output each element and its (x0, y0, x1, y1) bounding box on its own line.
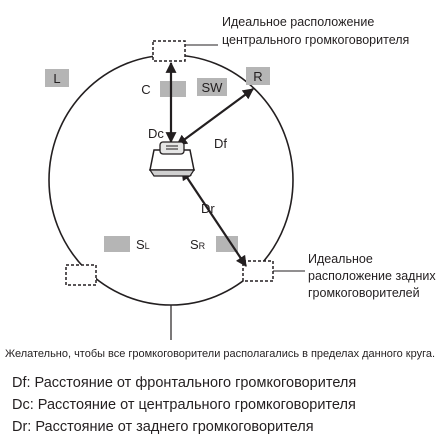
ideal-center-note-line-2: центрального громкоговорителя (222, 33, 409, 47)
speaker-right-label: R (253, 69, 262, 84)
ideal-center-note: Идеальное расположение центрального гром… (222, 15, 409, 47)
legend-item-rear: Dr: Расстояние от заднего громкоговорите… (12, 419, 314, 435)
ideal-rear-note-line-2: расположение задних (308, 269, 436, 283)
speaker-surround-left (104, 236, 130, 252)
speaker-surround-left-label: SL (136, 237, 150, 252)
speaker-center (160, 81, 186, 97)
ideal-rear-left-position (65, 264, 97, 286)
ideal-rear-note-line-3: громкоговорителей (308, 286, 420, 300)
circle-note: Желательно, чтобы все громкоговорители р… (5, 348, 435, 360)
ideal-center-note-line-1: Идеальное расположение (222, 15, 374, 29)
legend-item-front: Df: Расстояние от фронтального громкогов… (12, 375, 357, 391)
front-distance-label: Df (214, 136, 227, 151)
distance-legend: Df: Расстояние от фронтального громкогов… (12, 372, 356, 438)
rear-distance-arrow (181, 169, 247, 267)
speaker-right (246, 67, 270, 85)
listener-icon (148, 141, 196, 177)
ideal-rear-right-position (242, 260, 274, 282)
legend-item-center: Dc: Расстояние от центрального громкогов… (12, 397, 356, 413)
front-distance-arrow (176, 88, 254, 146)
speaker-subwoofer-label: SW (202, 80, 224, 95)
speaker-center-label: C (141, 82, 150, 97)
speaker-left (45, 69, 69, 87)
center-distance-label: Dc (148, 126, 164, 141)
ideal-rear-note-line-1: Идеальное (308, 252, 373, 266)
ideal-rear-note: Идеальное расположение задних громкогово… (308, 252, 439, 300)
speaker-surround-right-label: SR (190, 237, 206, 252)
speaker-left-label: L (53, 71, 60, 86)
ideal-center-position (152, 40, 186, 62)
rear-distance-label: Dr (201, 201, 215, 216)
